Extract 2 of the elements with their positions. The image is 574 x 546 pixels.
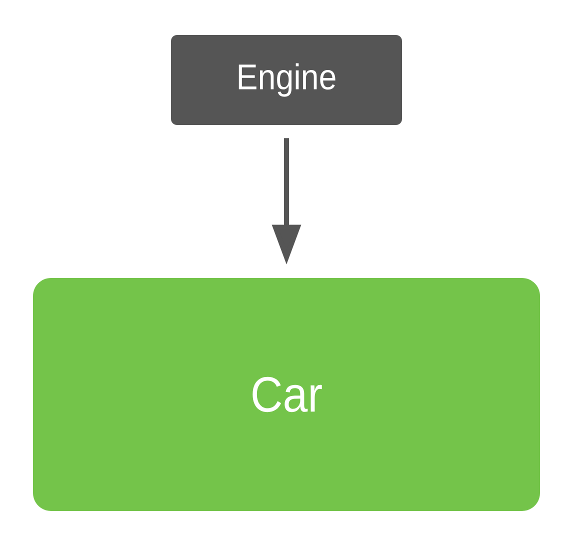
process-box: Car xyxy=(33,278,540,511)
process-box: Engine xyxy=(171,35,402,125)
